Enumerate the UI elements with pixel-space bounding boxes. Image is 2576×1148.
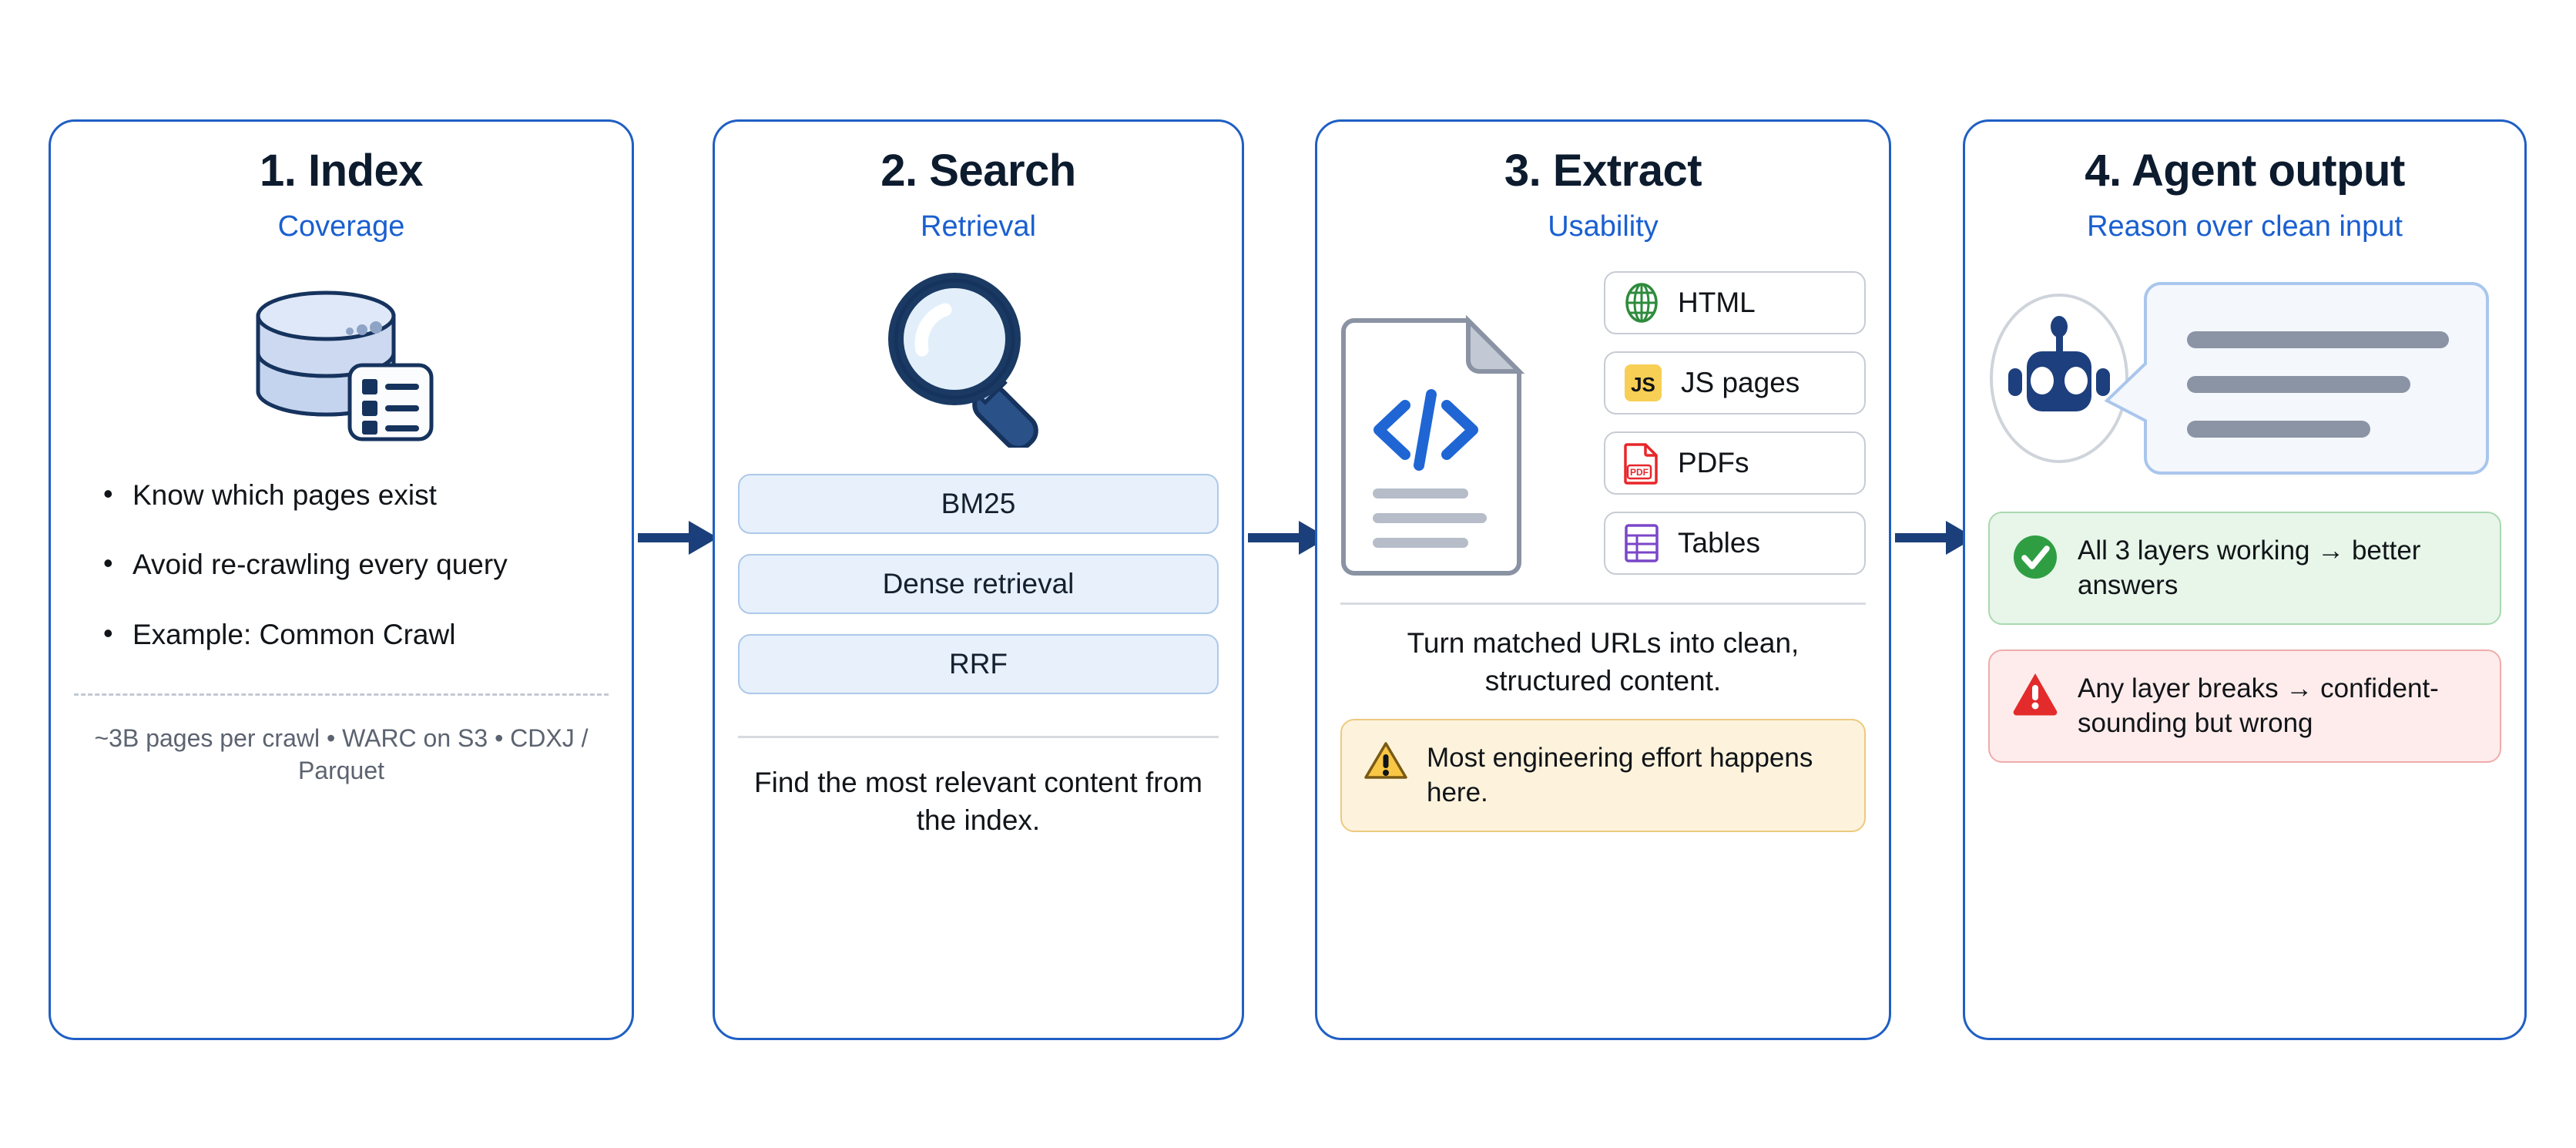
panel-title: 2. Search	[880, 146, 1076, 196]
arrow-right-icon	[1895, 518, 1978, 558]
panel-subtitle: Usability	[1548, 210, 1659, 243]
index-footnote: ~3B pages per crawl • WARC on S3 • CDXJ …	[94, 724, 589, 785]
format-chip-js-pages[interactable]: JS JS pages	[1604, 351, 1866, 415]
chip-bm25[interactable]: BM25	[738, 473, 1219, 534]
chip-rrf[interactable]: RRF	[738, 633, 1219, 694]
format-label: HTML	[1678, 286, 1756, 318]
database-list-icon	[245, 276, 438, 441]
panel-index[interactable]: 1. Index Coverage Know w	[49, 119, 634, 1040]
panel-subtitle: Coverage	[277, 210, 405, 243]
robot-speech-bubble-icon	[1988, 274, 2501, 482]
list-item: Avoid re-crawling every query	[96, 546, 609, 582]
svg-text:PDF: PDF	[1630, 467, 1649, 478]
panel-search[interactable]: 2. Search Retrieval BM25 Dense retrieval…	[713, 119, 1244, 1040]
svg-text:JS: JS	[1631, 373, 1655, 396]
panel-subtitle: Retrieval	[921, 210, 1036, 243]
chip-label: RRF	[948, 647, 1008, 680]
list-item: Know which pages exist	[96, 477, 609, 512]
chip-label: BM25	[941, 487, 1016, 519]
panel-title: 1. Index	[260, 146, 423, 196]
globe-icon	[1624, 282, 1659, 324]
callout-warning: Most engineering effort happens here.	[1340, 718, 1866, 832]
pdf-file-icon: PDF	[1624, 441, 1659, 485]
extract-description: Turn matched URLs into clean, structured…	[1407, 626, 1800, 697]
js-badge-icon: JS	[1624, 364, 1662, 402]
divider	[1340, 602, 1866, 605]
format-chip-html[interactable]: HTML	[1604, 270, 1866, 334]
format-label: Tables	[1678, 526, 1760, 559]
panel-agent-output[interactable]: 4. Agent output Reason over clean input	[1963, 119, 2527, 1040]
divider	[738, 735, 1219, 738]
callout-text: Most engineering effort happens here.	[1427, 742, 1813, 808]
table-grid-icon	[1624, 523, 1659, 563]
callout-text: All 3 layers working → better answers	[2078, 535, 2421, 601]
dashed-divider	[74, 693, 609, 697]
format-label: JS pages	[1681, 366, 1800, 398]
panel-title: 4. Agent output	[2085, 146, 2405, 196]
panel-extract[interactable]: 3. Extract Usability	[1315, 119, 1891, 1040]
callout-success: All 3 layers working → better answers	[1988, 511, 2501, 625]
arrow-right-icon	[638, 518, 721, 558]
format-chip-tables[interactable]: Tables	[1604, 511, 1866, 575]
retrieval-chip-list: BM25 Dense retrieval RRF	[738, 473, 1219, 714]
chip-label: Dense retrieval	[882, 567, 1075, 599]
check-circle-icon	[2011, 533, 2059, 581]
panel-subtitle: Reason over clean input	[2087, 210, 2403, 243]
callout-error: Any layer breaks → confident-sounding bu…	[1988, 649, 2501, 763]
list-item: Example: Common Crawl	[96, 616, 609, 652]
arrow-right-icon	[1248, 518, 1331, 558]
index-bullet-list: Know which pages exist Avoid re-crawling…	[74, 477, 609, 687]
magnifier-icon	[882, 267, 1075, 448]
format-label: PDFs	[1678, 446, 1749, 478]
warning-triangle-icon	[1363, 740, 1408, 782]
alert-triangle-icon	[2011, 671, 2059, 716]
search-description: Find the most relevant content from the …	[754, 766, 1202, 836]
panel-title: 3. Extract	[1504, 146, 1702, 196]
code-document-icon	[1340, 271, 1533, 576]
format-chip-list: HTML JS JS pages	[1604, 270, 1866, 592]
chip-dense-retrieval[interactable]: Dense retrieval	[738, 553, 1219, 614]
format-chip-pdfs[interactable]: PDF PDFs	[1604, 431, 1866, 495]
callout-text: Any layer breaks → confident-sounding bu…	[2078, 673, 2439, 739]
